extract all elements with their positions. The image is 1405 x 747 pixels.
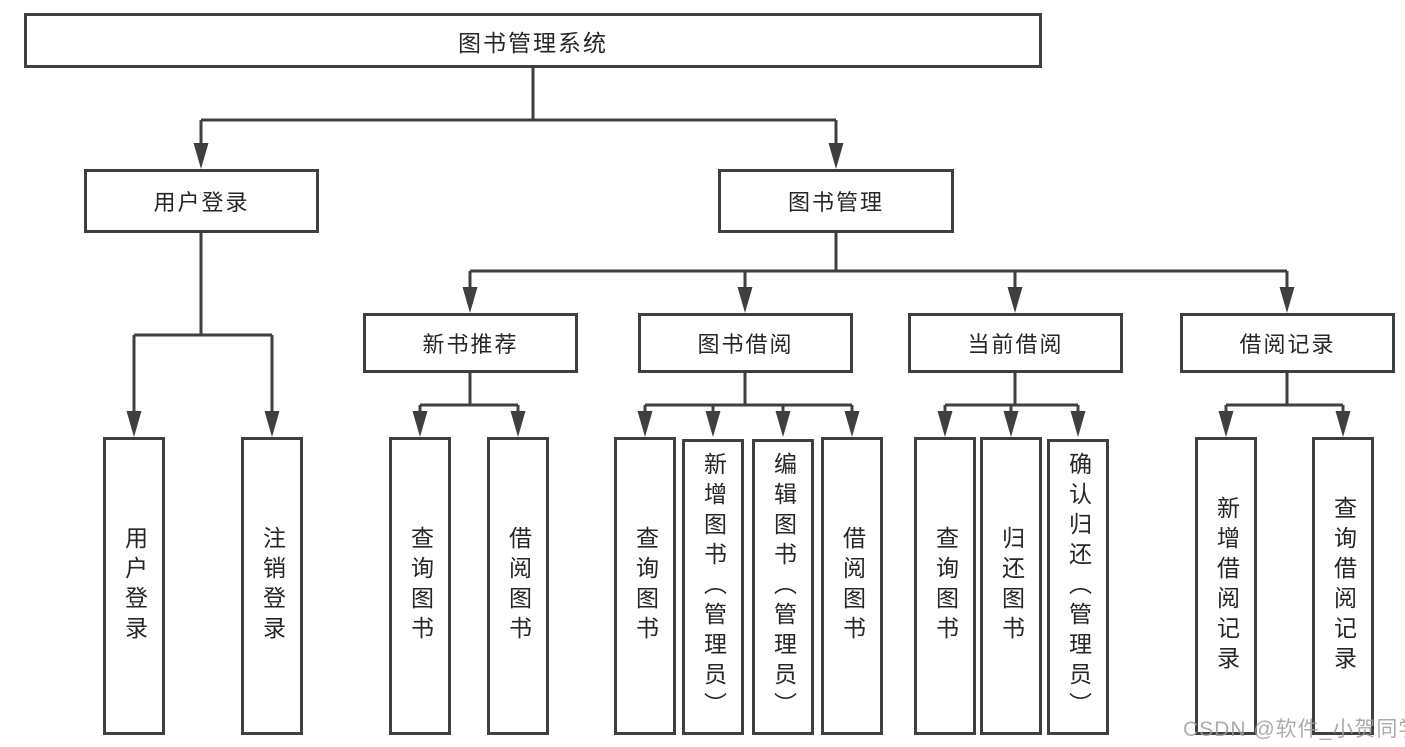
node-borrow-records-label: 借阅记录 [1239, 332, 1336, 357]
arrow-down-icon [775, 411, 791, 437]
arrow-down-icon [510, 411, 526, 437]
leaf-current-return-books: 归还图书 [980, 437, 1042, 735]
leaf-borrow-add-books-admin: 新增图书（管理员） [682, 439, 744, 735]
arrow-down-icon [1218, 411, 1234, 437]
arrow-down-icon [193, 143, 209, 169]
arrow-down-icon [1070, 411, 1086, 437]
arrow-down-icon [1335, 411, 1351, 437]
leaf-logout-label: 注销登录 [259, 526, 286, 646]
leaf-borrow-query-books: 查询图书 [614, 437, 676, 735]
arrow-down-icon [462, 287, 478, 313]
leaf-current-query-books-label: 查询图书 [932, 526, 959, 646]
node-user-login-label: 用户登录 [153, 190, 250, 215]
arrow-down-icon [828, 143, 844, 169]
node-root-label: 图书管理系统 [458, 29, 608, 56]
leaf-user-login: 用户登录 [103, 437, 165, 735]
leaf-borrow-add-books-admin-label: 新增图书（管理员） [700, 452, 727, 722]
node-root: 图书管理系统 [24, 13, 1042, 68]
leaf-borrow-edit-books-admin-label: 编辑图书（管理员） [770, 452, 797, 722]
connector-current-to-leaves [937, 373, 1086, 437]
leaf-borrow-edit-books-admin: 编辑图书（管理员） [752, 439, 814, 735]
leaf-current-return-books-label: 归还图书 [998, 526, 1025, 646]
leaf-borrow-borrow-books-label: 借阅图书 [839, 526, 866, 646]
arrow-down-icon [705, 411, 721, 437]
arrow-down-icon [737, 287, 753, 313]
leaf-logout: 注销登录 [241, 437, 303, 735]
arrow-down-icon [1003, 411, 1019, 437]
connector-root-to-level2 [193, 68, 844, 169]
watermark: CSDN @软件_小贺同学 [1183, 718, 1405, 741]
leaf-recommend-query-books-label: 查询图书 [407, 526, 434, 646]
node-book-management: 图书管理 [718, 169, 954, 233]
leaf-records-add-record: 新增借阅记录 [1195, 437, 1257, 735]
leaf-recommend-query-books: 查询图书 [389, 437, 451, 735]
leaf-records-query-record-label: 查询借阅记录 [1330, 496, 1357, 676]
leaf-current-confirm-return-admin-label: 确认归还（管理员） [1065, 452, 1092, 722]
node-new-book-recommend-label: 新书推荐 [422, 332, 519, 357]
connector-borrow-to-leaves [637, 373, 860, 437]
node-book-borrow: 图书借阅 [638, 313, 853, 373]
leaf-records-query-record: 查询借阅记录 [1312, 437, 1374, 735]
node-new-book-recommend: 新书推荐 [363, 313, 578, 373]
node-user-login: 用户登录 [84, 169, 319, 233]
leaf-current-confirm-return-admin: 确认归还（管理员） [1047, 439, 1109, 735]
node-borrow-records: 借阅记录 [1180, 313, 1395, 373]
leaf-recommend-borrow-books-label: 借阅图书 [505, 526, 532, 646]
arrow-down-icon [1007, 287, 1023, 313]
connector-bookmgmt-to-level3 [462, 233, 1295, 313]
node-current-borrow: 当前借阅 [908, 313, 1123, 373]
arrow-down-icon [1279, 287, 1295, 313]
node-book-borrow-label: 图书借阅 [697, 332, 794, 357]
arrow-down-icon [412, 411, 428, 437]
leaf-recommend-borrow-books: 借阅图书 [487, 437, 549, 735]
connector-records-to-leaves [1218, 373, 1351, 437]
node-book-management-label: 图书管理 [787, 190, 884, 215]
leaf-user-login-label: 用户登录 [121, 526, 148, 646]
leaf-borrow-query-books-label: 查询图书 [632, 526, 659, 646]
node-current-borrow-label: 当前借阅 [967, 332, 1064, 357]
arrow-down-icon [937, 411, 953, 437]
leaf-current-query-books: 查询图书 [914, 437, 976, 735]
arrow-down-icon [637, 411, 653, 437]
arrow-down-icon [844, 411, 860, 437]
connector-recommend-to-leaves [412, 373, 526, 437]
arrow-down-icon [264, 411, 280, 437]
leaf-borrow-borrow-books: 借阅图书 [821, 437, 883, 735]
leaf-records-add-record-label: 新增借阅记录 [1213, 496, 1240, 676]
connector-userlogin-to-leaves [126, 233, 280, 437]
arrow-down-icon [126, 411, 142, 437]
